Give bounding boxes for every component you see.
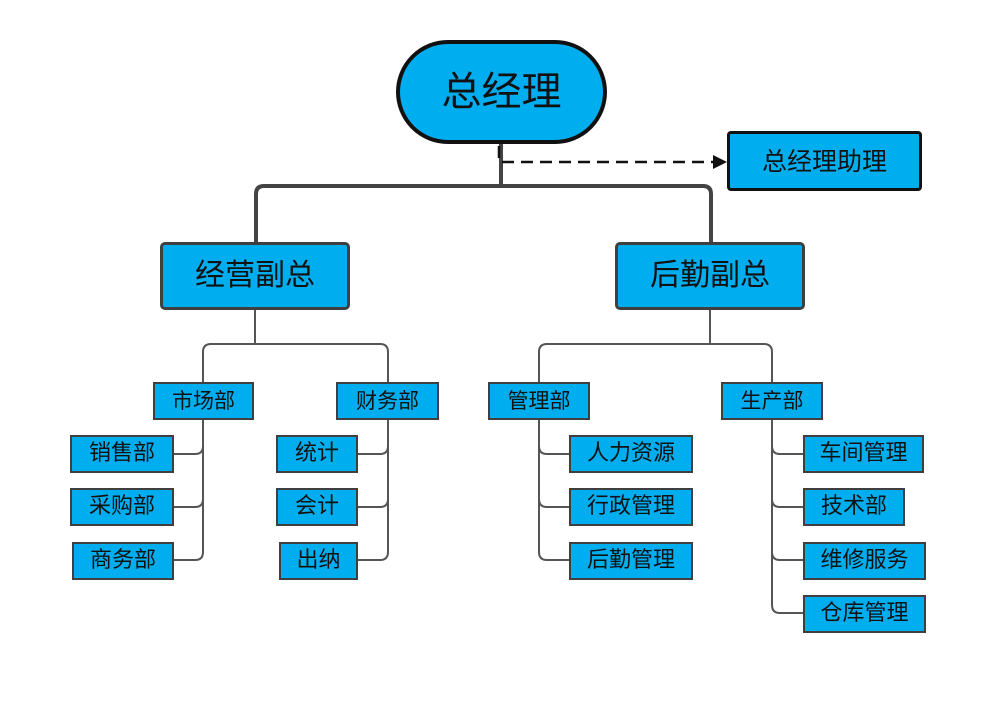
finance-units-connector: [358, 420, 389, 561]
production-units-connector: [771, 420, 803, 614]
department-admin-node: 管理部: [488, 382, 590, 420]
assistant-node: 总经理助理: [727, 131, 922, 191]
admin-units-connector: [538, 420, 569, 561]
department-finance-node: 财务部: [336, 382, 439, 420]
unit-node: 行政管理: [569, 488, 693, 526]
vp-operations-node: 经营副总: [160, 242, 350, 310]
vp-operations-connector: [202, 310, 389, 382]
unit-node: 统计: [276, 435, 358, 473]
unit-node: 采购部: [70, 488, 174, 526]
unit-node: 仓库管理: [803, 595, 926, 633]
assistant-arrowhead: [713, 155, 727, 169]
unit-node: 维修服务: [803, 542, 926, 580]
vp-logistics-node: 后勤副总: [615, 242, 805, 310]
department-market-node: 市场部: [153, 382, 254, 420]
market-units-connector: [174, 420, 204, 561]
unit-node: 技术部: [803, 488, 905, 526]
department-production-node: 生产部: [721, 382, 823, 420]
vp-logistics-connector: [538, 310, 773, 382]
unit-node: 商务部: [72, 542, 174, 580]
ceo-to-vp-connector: [254, 144, 713, 242]
unit-node: 人力资源: [569, 435, 693, 473]
assistant-dashed-connector: [497, 146, 714, 164]
ceo-node: 总经理: [396, 40, 607, 144]
unit-node: 出纳: [279, 542, 358, 580]
unit-node: 会计: [276, 488, 358, 526]
unit-node: 销售部: [70, 435, 174, 473]
unit-node: 后勤管理: [569, 542, 693, 580]
unit-node: 车间管理: [803, 435, 924, 473]
